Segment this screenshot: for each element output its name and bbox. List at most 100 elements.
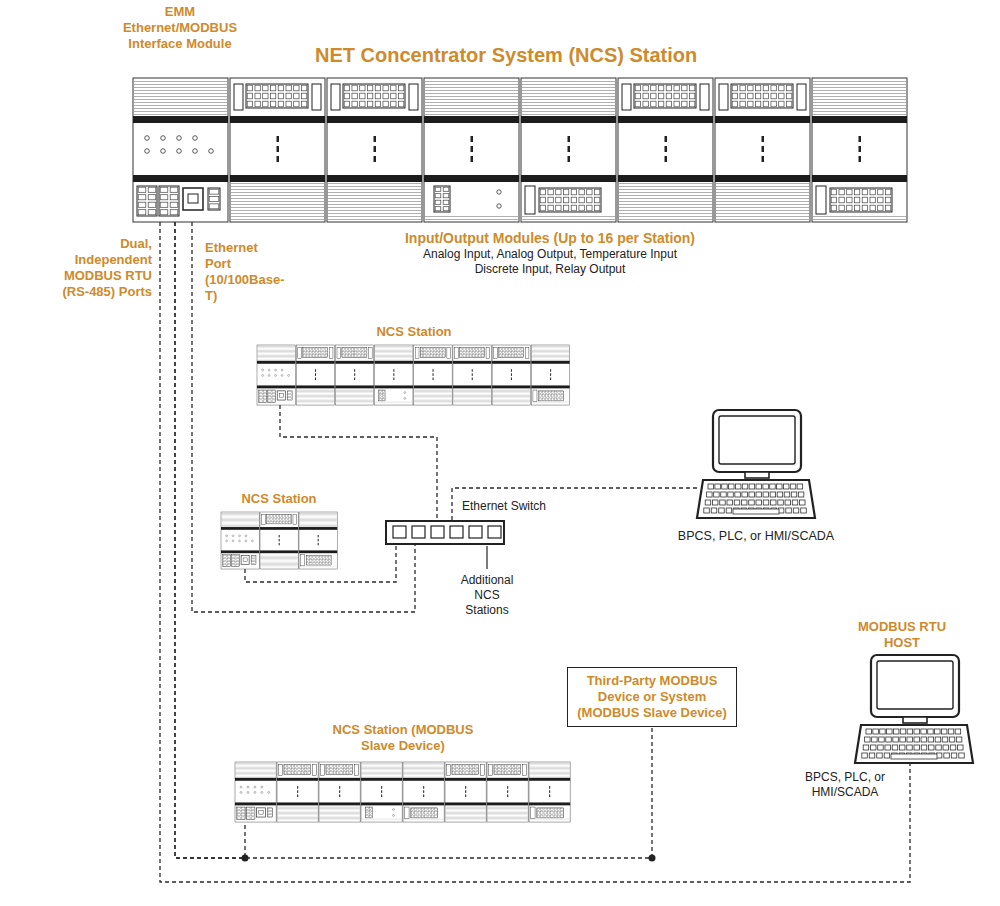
art-stroke bbox=[785, 500, 791, 505]
art-stroke bbox=[391, 101, 396, 107]
art-stroke bbox=[854, 189, 859, 195]
art-stroke bbox=[556, 205, 561, 211]
art-stroke bbox=[232, 561, 235, 563]
art-stroke bbox=[893, 737, 899, 742]
art-stroke bbox=[877, 661, 953, 709]
art-stroke bbox=[421, 808, 423, 810]
art-stroke bbox=[540, 197, 545, 203]
art-stroke bbox=[325, 355, 327, 357]
art-stroke bbox=[177, 149, 182, 154]
art-stroke bbox=[839, 189, 844, 195]
art-stroke bbox=[277, 136, 280, 142]
ncs-station: NCS Station bbox=[221, 512, 338, 569]
art-stroke bbox=[277, 802, 318, 805]
art-stroke bbox=[355, 765, 359, 776]
art-stroke bbox=[786, 93, 791, 99]
art-stroke bbox=[707, 492, 713, 497]
art-stroke bbox=[831, 189, 836, 195]
art-stroke bbox=[352, 355, 354, 357]
terminal-block bbox=[303, 348, 328, 358]
art-stroke bbox=[471, 156, 474, 162]
art-stroke bbox=[286, 85, 291, 91]
art-stroke bbox=[138, 187, 146, 192]
art-stroke bbox=[364, 348, 366, 350]
io-heading: Input/Output Modules (Up to 16 per Stati… bbox=[370, 229, 730, 247]
art-stroke bbox=[303, 355, 305, 357]
art-stroke bbox=[433, 351, 435, 353]
art-stroke bbox=[414, 385, 452, 388]
art-stroke bbox=[239, 535, 241, 537]
art-stroke bbox=[544, 808, 546, 810]
art-stroke bbox=[237, 808, 240, 810]
art-stroke bbox=[643, 93, 648, 99]
art-stroke bbox=[322, 556, 324, 558]
art-stroke bbox=[561, 808, 563, 810]
art-stroke bbox=[331, 84, 340, 110]
module-outline bbox=[133, 78, 228, 222]
art-stroke bbox=[319, 802, 360, 805]
art-stroke bbox=[319, 778, 360, 781]
art-stroke bbox=[786, 85, 791, 91]
art-stroke bbox=[298, 348, 302, 359]
art-stroke bbox=[770, 484, 776, 489]
art-stroke bbox=[463, 768, 465, 770]
art-stroke bbox=[309, 355, 311, 357]
device-label: Third-Party MODBUS Device or System (MOD… bbox=[574, 673, 730, 721]
connector-line bbox=[192, 222, 415, 612]
art-stroke bbox=[409, 84, 418, 110]
art-stroke bbox=[299, 527, 337, 530]
art-stroke bbox=[138, 195, 146, 200]
art-stroke bbox=[456, 765, 458, 767]
art-stroke bbox=[439, 355, 441, 357]
ethernet-port bbox=[241, 556, 249, 565]
art-stroke bbox=[279, 543, 280, 545]
art-stroke bbox=[316, 559, 318, 561]
ethernet-port bbox=[183, 188, 203, 210]
art-stroke bbox=[532, 402, 570, 405]
art-stroke bbox=[424, 355, 426, 357]
art-stroke bbox=[245, 535, 247, 537]
art-stroke bbox=[755, 85, 760, 91]
art-stroke bbox=[358, 355, 360, 357]
art-stroke bbox=[948, 729, 954, 734]
art-stroke bbox=[312, 84, 321, 110]
art-stroke bbox=[298, 768, 300, 770]
art-stroke bbox=[859, 146, 862, 152]
art-stroke bbox=[286, 518, 288, 520]
art-stroke bbox=[433, 348, 435, 350]
art-stroke bbox=[382, 393, 384, 395]
art-stroke bbox=[472, 373, 473, 376]
art-stroke bbox=[518, 348, 520, 350]
art-stroke bbox=[469, 768, 471, 770]
art-stroke bbox=[350, 768, 352, 770]
art-stroke bbox=[459, 768, 461, 770]
art-stroke bbox=[929, 745, 935, 750]
art-stroke bbox=[251, 811, 254, 813]
art-stroke bbox=[339, 795, 340, 798]
art-stroke bbox=[423, 786, 424, 789]
art-stroke bbox=[511, 765, 513, 767]
art-stroke bbox=[447, 765, 451, 776]
art-stroke bbox=[537, 808, 539, 810]
art-stroke bbox=[801, 508, 807, 513]
terminal-block bbox=[434, 186, 450, 212]
io-types: Discrete Input, Relay Output bbox=[370, 262, 730, 277]
art-stroke bbox=[403, 819, 443, 822]
switch-ports bbox=[393, 526, 501, 538]
art-stroke bbox=[521, 348, 523, 350]
computer-label: BPCS, PLC, or HMI/SCADA bbox=[792, 770, 898, 800]
art-stroke bbox=[286, 521, 288, 523]
art-stroke bbox=[308, 772, 310, 774]
art-stroke bbox=[345, 348, 347, 350]
module bbox=[453, 345, 491, 405]
art-stroke bbox=[379, 391, 381, 393]
art-stroke bbox=[303, 351, 305, 353]
art-stroke bbox=[487, 806, 527, 821]
art-stroke bbox=[523, 765, 527, 776]
art-stroke bbox=[319, 806, 359, 821]
art-stroke bbox=[227, 558, 230, 560]
art-stroke bbox=[268, 397, 271, 399]
art-stroke bbox=[275, 374, 277, 376]
module bbox=[319, 762, 360, 822]
art-stroke bbox=[551, 808, 553, 810]
